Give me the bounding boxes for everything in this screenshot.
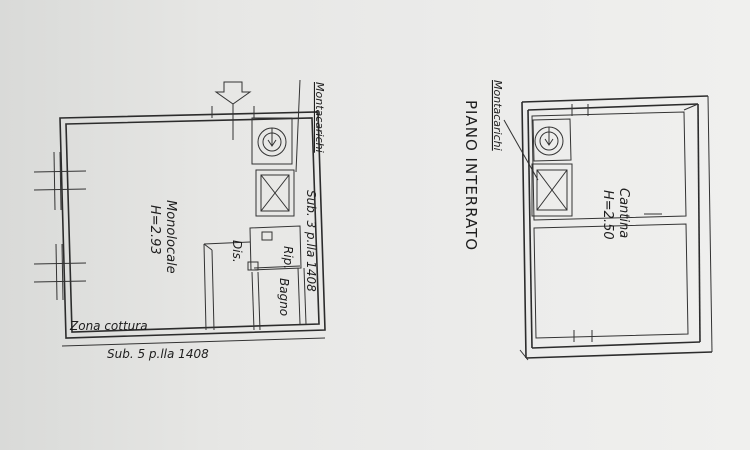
neighbour-bottom-label: Sub. 5 p.lla 1408 xyxy=(107,347,209,361)
main-room-height: H=2.93 xyxy=(147,205,162,255)
cellar-label: Cantina xyxy=(616,188,631,238)
left-bottom-line xyxy=(61,337,326,347)
left-partitions xyxy=(203,225,307,331)
floor-title: PIANO INTERRATO xyxy=(462,100,480,251)
right-top-inner-wall xyxy=(527,103,699,111)
right-bottom-inner-wall xyxy=(531,341,701,349)
left-spiral-stair-icon xyxy=(257,127,287,157)
right-top-outer-wall xyxy=(521,95,709,103)
left-stair-box xyxy=(251,117,293,165)
left-window-top xyxy=(33,151,87,211)
right-lift-leader xyxy=(503,119,539,181)
right-left-inner-wall xyxy=(527,109,533,349)
left-floor-plan: Monolocale H=2.93 Rip. Dis. Bagno Sub. 3… xyxy=(33,79,326,361)
hallway-label: Dis. xyxy=(230,240,244,263)
right-floor-plan: PIANO INTERRATO Montacarichi Cantina H=2… xyxy=(462,80,713,361)
right-spiral-stair-icon xyxy=(532,118,572,162)
left-inner-wall xyxy=(65,117,320,333)
bathroom-label: Bagno xyxy=(277,278,291,316)
right-lift-label: Montacarichi xyxy=(491,80,504,151)
neighbour-side-label: Sub. 3 p.lla 1408 xyxy=(304,190,318,292)
cellar-height: H=2.50 xyxy=(600,190,615,240)
left-outer-wall xyxy=(59,111,326,339)
left-lift-leader xyxy=(295,79,301,173)
storage-label: Rip. xyxy=(281,246,295,269)
left-lift-icon xyxy=(255,169,295,217)
main-room-label: Monolocale xyxy=(163,200,178,274)
right-lift-icon xyxy=(531,163,573,217)
left-window-bottom xyxy=(33,243,87,301)
right-left-outer-wall xyxy=(521,101,527,359)
kitchen-zone-label: Zona cottura xyxy=(69,319,148,333)
entrance-arrow-icon xyxy=(211,81,255,140)
right-right-outer-wall xyxy=(707,95,713,353)
right-partitions xyxy=(531,103,699,342)
right-bottom-outer-wall xyxy=(525,351,713,359)
right-right-inner-wall xyxy=(697,103,701,343)
right-corner-detail xyxy=(519,349,529,361)
left-lift-label: Montacarichi xyxy=(313,82,326,153)
